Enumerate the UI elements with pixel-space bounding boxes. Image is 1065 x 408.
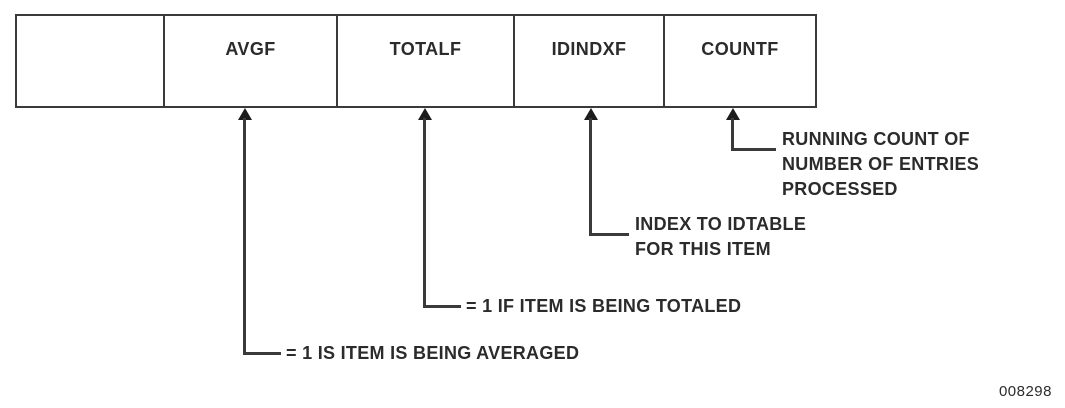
cell-label: AVGF xyxy=(225,38,276,59)
leader-foot xyxy=(423,305,461,308)
leader-stem xyxy=(243,118,246,355)
callout-line: INDEX TO IDTABLE xyxy=(635,214,807,234)
table-cell-totalf: TOTALF xyxy=(338,16,515,106)
callout-line: PROCESSED xyxy=(782,179,898,199)
table-cell-countf: COUNTF xyxy=(665,16,815,106)
leader-foot xyxy=(243,352,281,355)
field-layout-table: AVGF TOTALF IDINDXF COUNTF xyxy=(15,14,817,108)
arrowhead-icon xyxy=(726,108,740,120)
leader-stem xyxy=(589,118,592,236)
callout-text-idindxf: INDEX TO IDTABLE FOR THIS ITEM xyxy=(635,212,806,262)
leader-foot xyxy=(731,148,776,151)
callout-line: = 1 IF ITEM IS BEING TOTALED xyxy=(466,296,742,316)
arrowhead-icon xyxy=(238,108,252,120)
arrowhead-icon xyxy=(418,108,432,120)
leader-stem xyxy=(423,118,426,308)
table-cell-avgf: AVGF xyxy=(165,16,338,106)
cell-label: COUNTF xyxy=(701,38,779,59)
cell-label: IDINDXF xyxy=(551,38,627,59)
cell-label: TOTALF xyxy=(389,38,462,59)
callout-text-avgf: = 1 IS ITEM IS BEING AVERAGED xyxy=(286,341,579,366)
leader-stem xyxy=(731,118,734,151)
callout-line: FOR THIS ITEM xyxy=(635,239,771,259)
callout-line: RUNNING COUNT OF xyxy=(782,129,970,149)
callout-line: = 1 IS ITEM IS BEING AVERAGED xyxy=(286,343,580,363)
figure-id-label: 008298 xyxy=(998,383,1052,400)
callout-text-countf: RUNNING COUNT OF NUMBER OF ENTRIES PROCE… xyxy=(782,127,979,202)
table-cell-idindxf: IDINDXF xyxy=(515,16,665,106)
callout-line: NUMBER OF ENTRIES xyxy=(782,154,980,174)
arrowhead-icon xyxy=(584,108,598,120)
table-cell-empty xyxy=(17,16,165,106)
leader-foot xyxy=(589,233,629,236)
callout-text-totalf: = 1 IF ITEM IS BEING TOTALED xyxy=(466,294,741,319)
